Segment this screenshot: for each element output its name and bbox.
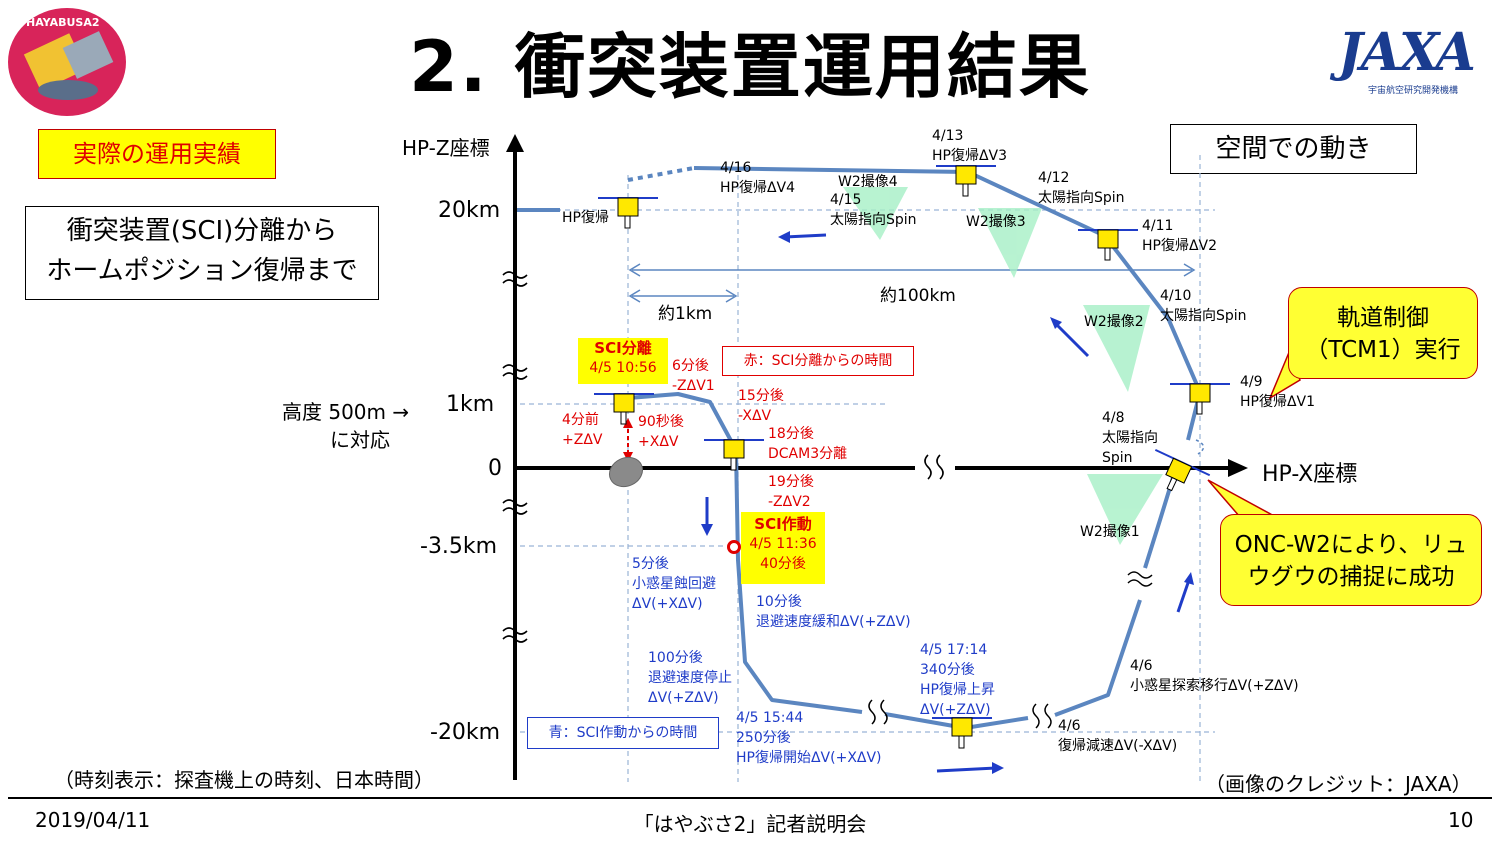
altitude-note-line1: 高度 500m → — [282, 400, 410, 424]
y-tick-minus-20km: -20km — [430, 720, 501, 745]
sci-separation-title: SCI分離 — [594, 339, 652, 357]
time-note: （時刻表示：探査機上の時刻、日本時間） — [54, 768, 434, 792]
red-event-19min: 19分後-ZΔV2 — [768, 474, 814, 510]
sci-separation-time: 4/5 10:56 — [589, 360, 657, 376]
red-event-15min: 15分後-XΔV — [738, 388, 784, 424]
red-event-6min: 6分後-ZΔV1 — [672, 358, 715, 394]
space-motion-label: 空間での動き — [1170, 124, 1417, 174]
w2-imaging-1: W2撮像1 — [1080, 524, 1140, 540]
hayabusa2-logo-text: HAYABUSA2 — [26, 16, 100, 29]
description-line-1: 衝突装置(SCI)分離から — [66, 216, 338, 246]
spacecraft-icons — [594, 165, 1230, 749]
sci-activation-time: 4/5 11:36 — [749, 536, 817, 552]
w2-imaging-3: W2撮像3 — [966, 214, 1026, 230]
red-event-90sec: 90秒後+XΔV — [638, 414, 684, 450]
jaxa-logo: JAXA 宇宙航空研究開発機構 — [1338, 22, 1488, 112]
legend-red: 赤：SCI分離からの時間 — [722, 346, 914, 376]
sci-activation-after: 40分後 — [760, 556, 806, 572]
distance-1km: 約1km — [658, 304, 713, 324]
sci-activation-title: SCI作動 — [754, 515, 812, 533]
red-event-4min-before: 4分前+ZΔV — [562, 412, 603, 448]
y-tick-1km: 1km — [446, 392, 495, 417]
y-tick-0: 0 — [488, 456, 502, 481]
description-box: 衝突装置(SCI)分離から ホームポジション復帰まで — [25, 206, 379, 300]
footer-page-number: 10 — [1448, 808, 1474, 832]
callout-tcm1: 軌道制御（TCM1）実行 — [1288, 287, 1478, 379]
w2-imaging-2: W2撮像2 — [1084, 314, 1144, 330]
z-axis-label: HP-Z座標 — [402, 136, 490, 160]
y-tick-20km: 20km — [438, 198, 501, 223]
footer-title: 「はやぶさ2」記者説明会 — [633, 812, 867, 836]
sci-activation-box: SCI作動 4/5 11:36 40分後 — [741, 512, 825, 584]
description-line-2: ホームポジション復帰まで — [46, 256, 358, 286]
legend-blue: 青：SCI作動からの時間 — [527, 717, 719, 749]
page-title: 2. 衝突装置運用結果 — [409, 26, 1091, 108]
y-tick-minus-3-5km: -3.5km — [420, 534, 498, 559]
sci-separation-box: SCI分離 4/5 10:56 — [578, 338, 668, 384]
actual-ops-label: 実際の運用実績 — [38, 129, 276, 179]
image-credit: （画像のクレジット：JAXA） — [1205, 772, 1472, 796]
callout-onc-w2: ONC-W2により、リュウグウの捕捉に成功 — [1220, 514, 1482, 606]
jaxa-logo-text: JAXA — [1338, 22, 1476, 83]
jaxa-logo-subtext: 宇宙航空研究開発機構 — [1368, 86, 1459, 96]
blue-event-10min: 10分後退避速度緩和ΔV(+ZΔV) — [756, 594, 911, 630]
w2-imaging-4: W2撮像4 — [838, 174, 898, 190]
distance-100km: 約100km — [880, 286, 956, 306]
footer-divider — [8, 797, 1492, 799]
hayabusa2-logo: HAYABUSA2 — [8, 8, 126, 116]
x-axis-label: HP-X座標 — [1262, 462, 1358, 487]
hp-return-label: HP復帰 — [562, 210, 609, 226]
altitude-note-line2: に対応 — [330, 428, 390, 452]
footer-date: 2019/04/11 — [35, 808, 151, 832]
